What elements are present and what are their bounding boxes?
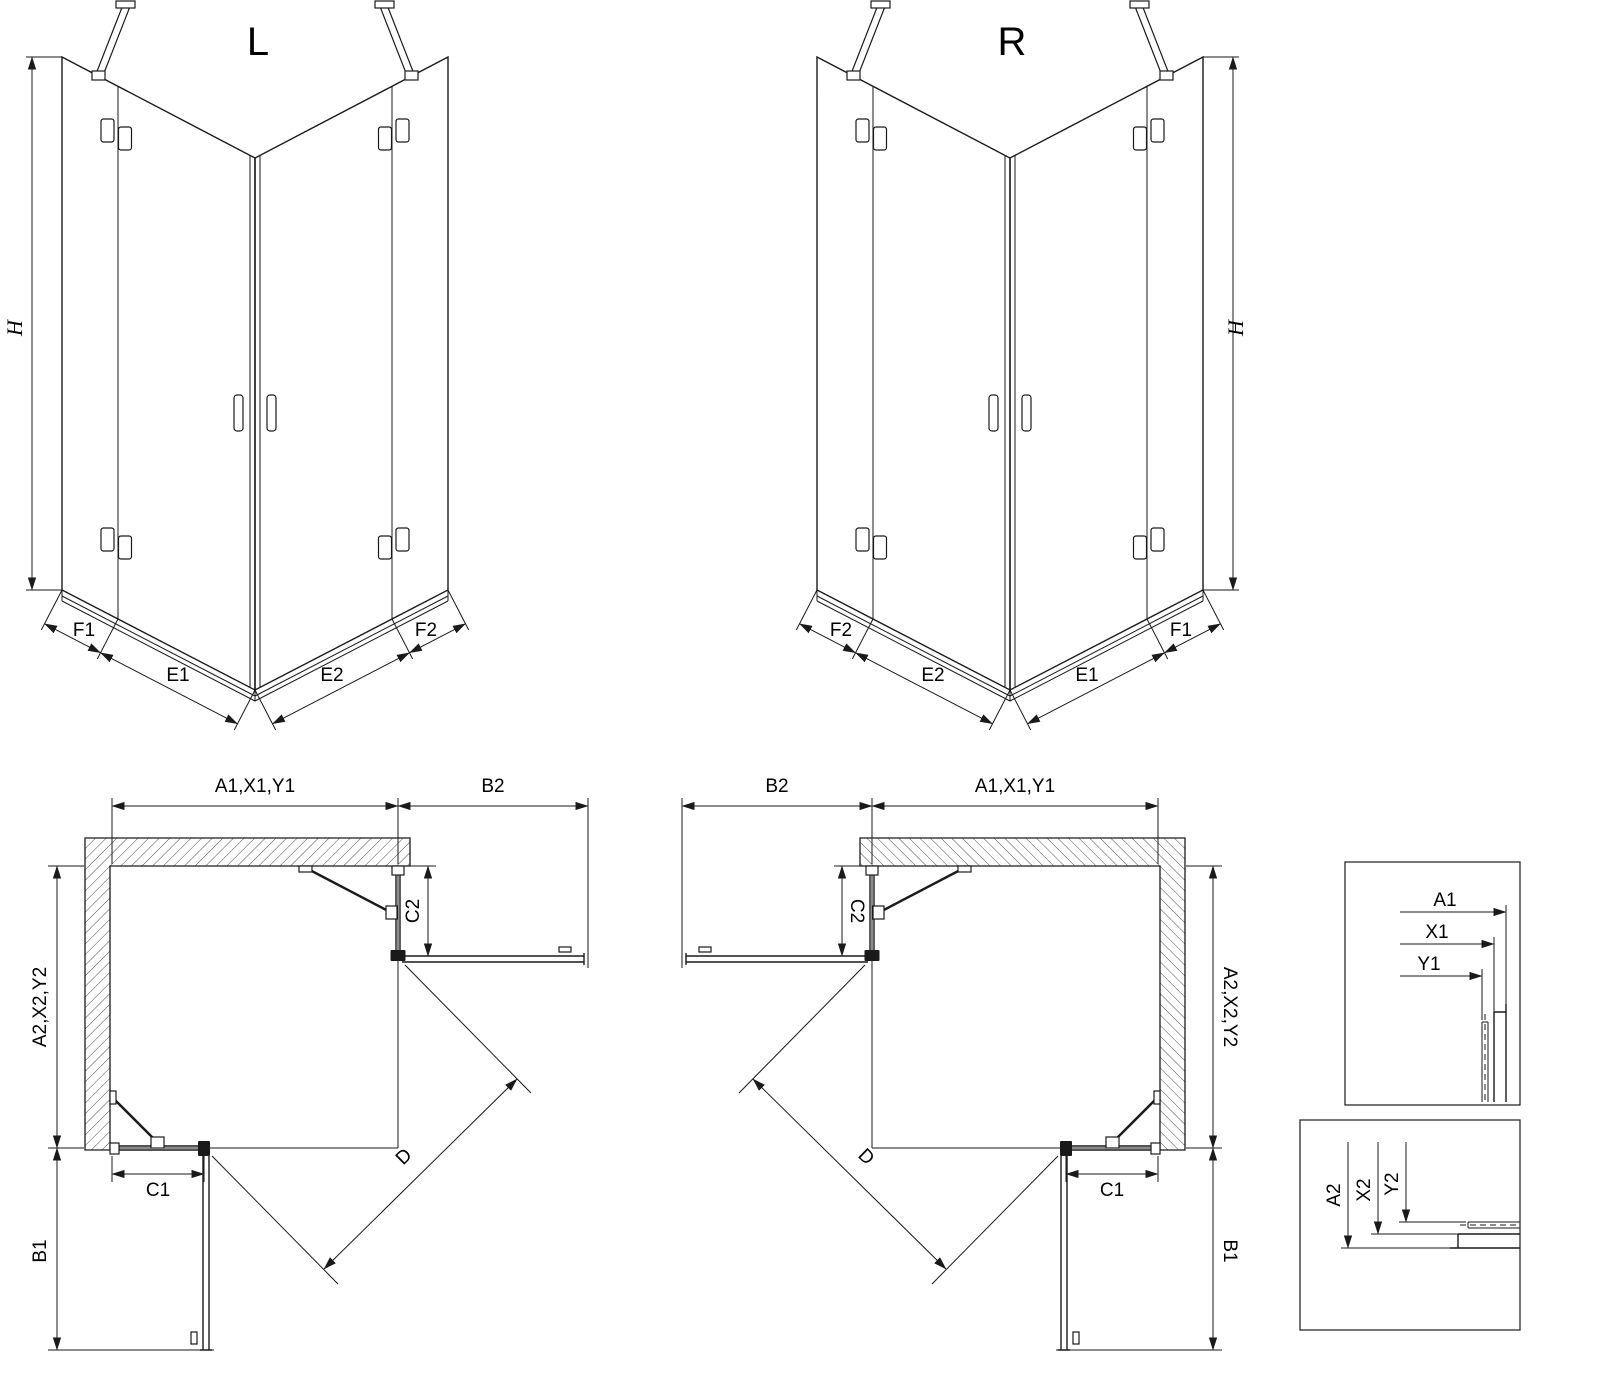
dim-label-e1: E1 bbox=[166, 665, 189, 686]
profile-lines bbox=[1493, 1004, 1507, 1102]
dim-label-e2: E2 bbox=[921, 665, 944, 686]
plan-left-geometry bbox=[48, 798, 588, 1350]
dim-label-f2: F2 bbox=[830, 620, 852, 641]
dim-label-height: H bbox=[2, 319, 27, 337]
profile-lines bbox=[1450, 1233, 1520, 1249]
dim-label-depth: A2,X2,Y2 bbox=[30, 967, 51, 1047]
dim-label-height: H bbox=[1223, 319, 1248, 337]
dim-label-a1: A1 bbox=[1433, 890, 1456, 911]
dim-label-y1: Y1 bbox=[1417, 954, 1440, 975]
perspective-view-left: L H F1 E1 E2 F2 bbox=[2, 1, 469, 730]
glass-section bbox=[1467, 1221, 1520, 1229]
dim-label-e1: E1 bbox=[1075, 665, 1098, 686]
wall-profile-section bbox=[1450, 1221, 1520, 1249]
dim-label-f2: F2 bbox=[415, 620, 437, 641]
wall-profile-section bbox=[1481, 1004, 1507, 1102]
variant-label-right: R bbox=[998, 20, 1027, 64]
dim-label-b2: B2 bbox=[481, 776, 504, 797]
dim-label-f1: F1 bbox=[73, 620, 95, 641]
dim-label-a2: A2 bbox=[1324, 1183, 1345, 1206]
plan-view-left: A1,X1,Y1 B2 C2 A2,X2,Y2 C1 B1 D bbox=[30, 776, 588, 1350]
dim-label-depth: A2,X2,Y2 bbox=[1219, 967, 1240, 1047]
glass-section bbox=[1481, 1021, 1489, 1102]
dim-ext-lines bbox=[1481, 905, 1507, 1020]
dim-ext-lines bbox=[1341, 1221, 1466, 1249]
dim-label-b2: B2 bbox=[765, 776, 788, 797]
detail-box bbox=[1299, 1119, 1521, 1331]
dim-label-c2: C2 bbox=[846, 899, 867, 923]
dim-label-x1: X1 bbox=[1425, 922, 1448, 943]
dim-label-c1: C1 bbox=[1100, 1180, 1124, 1201]
dim-label-width: A1,X1,Y1 bbox=[975, 776, 1055, 797]
dim-label-y2: Y2 bbox=[1382, 1172, 1403, 1195]
dim-label-width: A1,X1,Y1 bbox=[215, 776, 295, 797]
perspective-view-right: R H F2 E2 E1 F1 bbox=[796, 1, 1248, 730]
variant-label-left: L bbox=[247, 20, 269, 64]
dim-label-x2: X2 bbox=[1354, 1178, 1375, 1201]
detail-view-depth: A2 X2 Y2 bbox=[1299, 1119, 1521, 1331]
detail-view-width: A1 X1 Y1 bbox=[1344, 861, 1521, 1106]
dim-label-c1: C1 bbox=[146, 1180, 170, 1201]
dim-label-b1: B1 bbox=[30, 1239, 51, 1262]
detail-box bbox=[1344, 861, 1521, 1106]
plan-right-geometry bbox=[682, 798, 1222, 1350]
dim-label-b1: B1 bbox=[1219, 1239, 1240, 1262]
dim-label-f1: F1 bbox=[1170, 620, 1192, 641]
dim-label-e2: E2 bbox=[320, 665, 343, 686]
dim-label-c2: C2 bbox=[403, 899, 424, 923]
plan-view-right: B2 A1,X1,Y1 C2 A2,X2,Y2 C1 B1 D bbox=[682, 776, 1240, 1350]
